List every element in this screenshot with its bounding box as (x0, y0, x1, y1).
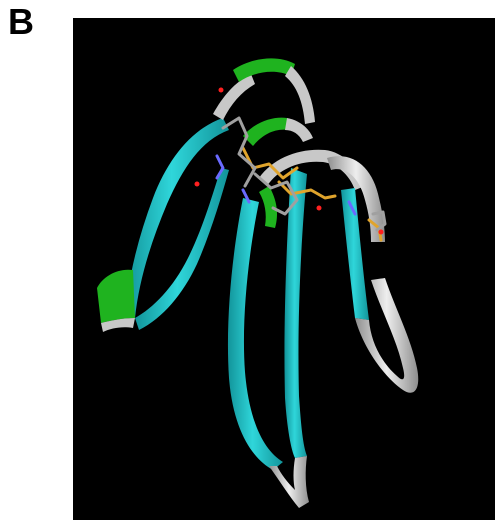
oxygen-atom-2 (195, 182, 200, 187)
right-strand-ribbon (341, 188, 369, 320)
center-strand-left (228, 198, 283, 470)
left-beta-strand (97, 118, 229, 332)
molecule-viewer[interactable] (73, 18, 495, 520)
oxygen-atom-4 (379, 230, 384, 235)
top-turn-green (233, 58, 295, 82)
oxygen-atom-1 (219, 88, 224, 93)
right-beta-strand (327, 156, 418, 393)
oxygen-atom-3 (317, 206, 322, 211)
top-coil-right (285, 66, 315, 124)
top-loop (213, 58, 315, 146)
inner-coil-green (243, 118, 289, 146)
left-turn-green (97, 270, 135, 323)
top-coil-left (213, 74, 255, 120)
panel-label: B (8, 2, 34, 42)
protein-ribbon-render (73, 18, 495, 520)
